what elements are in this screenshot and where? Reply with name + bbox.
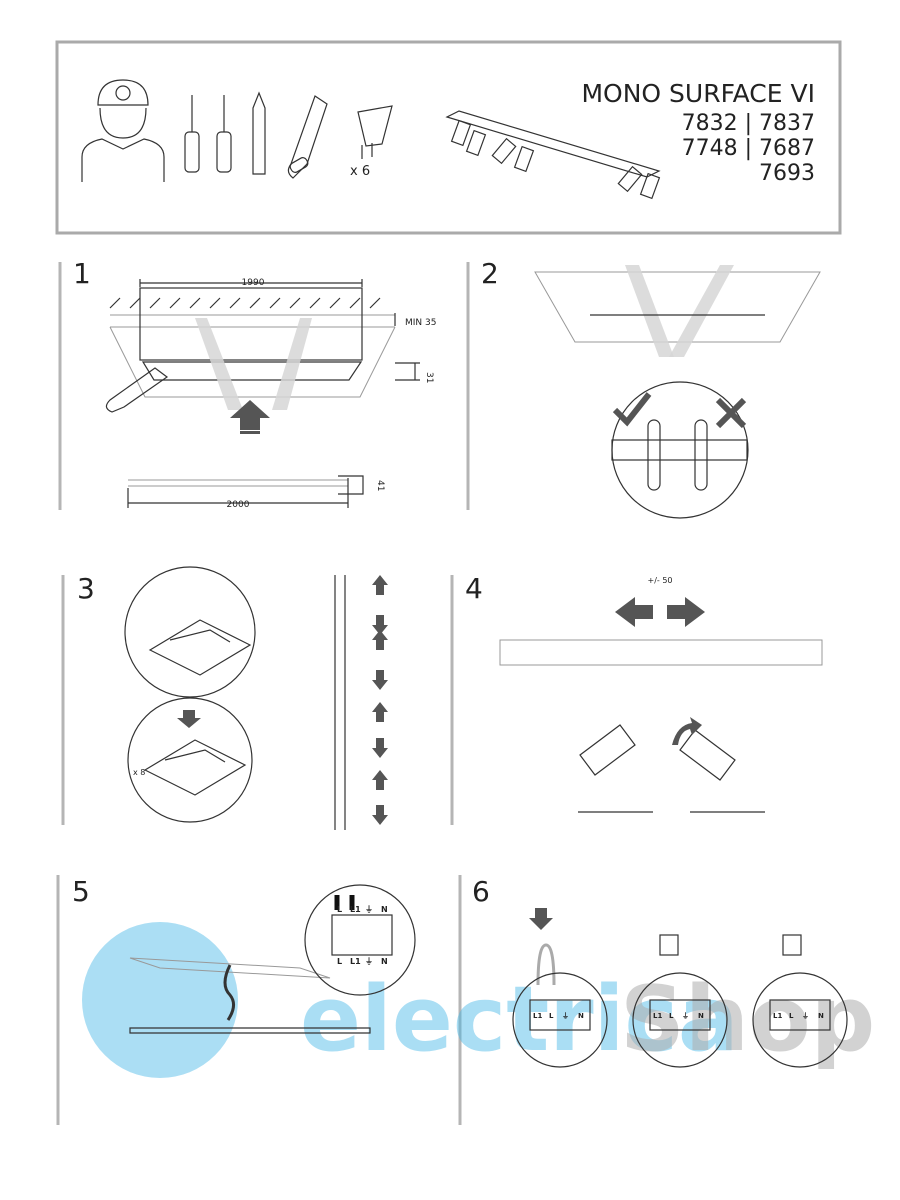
dimension-label: 1990: [242, 278, 265, 288]
gu10-bulb-icon: [357, 105, 393, 159]
terminal-label: L: [549, 1012, 554, 1020]
dimension-label: 41: [375, 480, 385, 491]
screwdriver-icon: [184, 95, 200, 173]
terminal-label: ⏚: [682, 1012, 689, 1020]
terminal-label: N: [381, 905, 388, 914]
dimension-label: MIN 35: [405, 318, 436, 328]
terminal-label: N: [818, 1012, 824, 1020]
pencil-icon: [252, 91, 266, 175]
product-code: 7832 | 7837: [682, 111, 815, 136]
fixture-icon: [445, 110, 661, 200]
saw-icon: [287, 95, 328, 179]
svg-text:electrica: electrica: [300, 967, 739, 1072]
terminal-label: ⏚: [562, 1012, 569, 1020]
terminal-label: L: [669, 1012, 674, 1020]
track-adjust-diagram: [499, 597, 823, 813]
ceiling-installed-diagram: [534, 265, 821, 519]
terminal-label: L1: [653, 1012, 662, 1020]
screwdriver-icon: [216, 95, 232, 173]
step-number: 1: [73, 257, 91, 290]
terminal-label: L: [337, 957, 342, 966]
wiring-diagram: [129, 884, 416, 1034]
connection-options-diagram: [512, 908, 848, 1068]
terminal-label: ⏚: [365, 905, 373, 914]
dimension-label: 31: [424, 372, 434, 383]
terminal-label: ⏚: [365, 957, 373, 966]
terminal-label: ⏚: [802, 1012, 809, 1020]
product-code: 7693: [759, 161, 815, 186]
terminal-label: N: [578, 1012, 584, 1020]
bulb-quantity: x 6: [350, 164, 370, 179]
electricashop-watermark: electrica Shop: [82, 922, 875, 1078]
electrician-icon: [81, 79, 165, 182]
tolerance-label: +/- 50: [647, 576, 672, 585]
step-number: 6: [472, 875, 490, 908]
step-number: 2: [481, 257, 499, 290]
product-title: MONO SURFACE VI: [581, 79, 815, 108]
check-icon: [612, 392, 652, 427]
ceiling-cutout-diagram: [105, 279, 420, 508]
terminal-label: L: [337, 905, 342, 914]
terminal-label: L: [789, 1012, 794, 1020]
terminal-label: L1: [350, 957, 361, 966]
clip-mounting-diagram: [124, 566, 388, 830]
terminal-label: L1: [533, 1012, 542, 1020]
terminal-label: N: [381, 957, 388, 966]
step-number: 3: [77, 572, 95, 605]
quantity-label: x 8: [133, 768, 145, 777]
step-number: 5: [72, 875, 90, 908]
header-box: [55, 40, 842, 235]
step-number: 4: [465, 572, 483, 605]
terminal-label: L1: [773, 1012, 782, 1020]
dimension-label: 2000: [227, 500, 250, 510]
cross-icon: [715, 397, 747, 429]
terminal-label: N: [698, 1012, 704, 1020]
terminal-label: L1: [350, 905, 361, 914]
product-code: 7748 | 7687: [682, 136, 815, 161]
